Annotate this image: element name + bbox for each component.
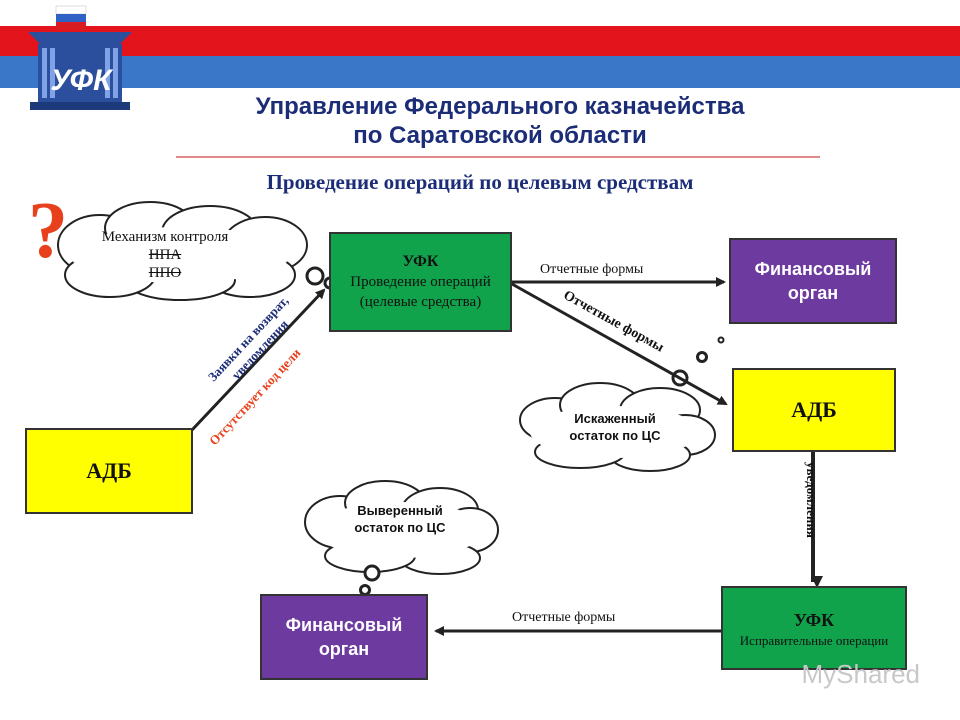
- ufk-bottom-subtitle: Исправительные операции: [739, 632, 889, 648]
- ufk-top-subtitle: Проведение операций (целевые средства): [350, 274, 491, 310]
- ufk-top-title: УФК: [402, 253, 439, 270]
- header-stripe-blue: [0, 56, 960, 88]
- logo-text: УФК: [50, 64, 114, 97]
- edge-label-ufk-to-fin: Отчетные формы: [540, 262, 644, 277]
- fin-bottom-box: Финансовый орган: [260, 594, 428, 680]
- fin-top-box: Финансовый орган: [729, 238, 897, 324]
- control-cloud: [57, 201, 308, 301]
- adb-right-label: АДБ: [791, 397, 837, 422]
- edge-label-ufk-bottom-to-fin: Отчетные формы: [512, 610, 616, 625]
- ufk-bottom-title: УФК: [793, 609, 835, 630]
- verified-balance-text: Выверенный остаток по ЦС: [354, 503, 446, 535]
- thought-bubble-dot: [363, 564, 381, 582]
- ufk-top-box: УФК Проведение операций (целевые средств…: [329, 232, 512, 332]
- thought-bubble-dot: [717, 336, 725, 344]
- fin-top-label: Финансовый орган: [754, 259, 872, 303]
- edge-label-notifications: уведомления: [804, 462, 819, 538]
- ufk-logo: УФК: [28, 5, 132, 110]
- control-cloud-text: Механизм контроля НПА ППО: [70, 228, 260, 282]
- title-divider: [176, 156, 820, 158]
- organization-title: Управление Федерального казначейства по …: [200, 92, 800, 150]
- adb-left-box: АДБ: [25, 428, 193, 514]
- header-stripe-red: [0, 26, 960, 56]
- control-ppo-item: ППО: [148, 265, 182, 281]
- arrow-ufk-to-adb-right: [511, 282, 728, 406]
- arrow-adb-to-ufk-top: [190, 288, 326, 432]
- distorted-balance-text: Искаженный остаток по ЦС: [569, 411, 661, 443]
- control-npa-item: НПА: [148, 247, 182, 263]
- thought-bubble-dot: [305, 266, 325, 286]
- adb-left-label: АДБ: [86, 458, 132, 483]
- control-mechanism-title: Механизм контроля: [101, 229, 229, 245]
- slide-title: Проведение операций по целевым средствам: [266, 170, 694, 194]
- verified-balance-cloud: [304, 480, 499, 575]
- adb-right-box: АДБ: [732, 368, 896, 452]
- ufk-bottom-box: УФК Исправительные операции: [721, 586, 907, 670]
- fin-bottom-label: Финансовый орган: [285, 615, 403, 659]
- org-title-line2: по Саратовской области: [353, 122, 647, 149]
- org-title-line1: Управление Федерального казначейства: [255, 93, 745, 120]
- question-mark-icon: ?: [28, 187, 68, 275]
- distorted-balance-cloud: [519, 382, 716, 472]
- thought-bubble-dot: [696, 351, 708, 363]
- watermark: MyShared: [801, 659, 921, 689]
